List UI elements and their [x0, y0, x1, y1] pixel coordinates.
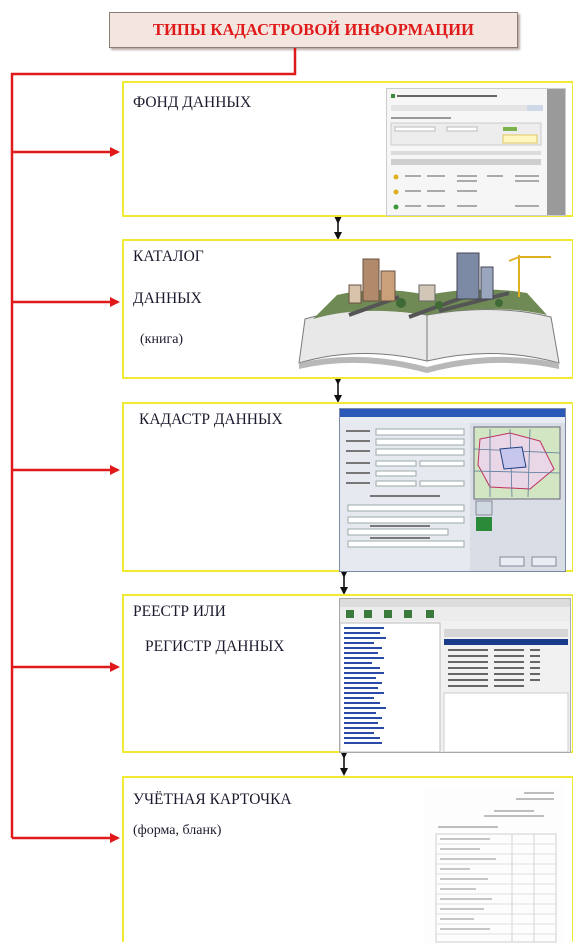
open-book-city-image	[289, 245, 569, 377]
cadastre-program-screenshot-image	[339, 408, 566, 572]
card-data-catalog: КАТАЛОГ ДАННЫХ (книга)	[122, 239, 573, 379]
card-record-card: УЧЁТНАЯ КАРТОЧКА (форма, бланк)	[122, 776, 573, 944]
record-form-image	[424, 786, 564, 944]
data-fund-screenshot-image	[386, 88, 566, 216]
card-4-label-line-2: РЕГИСТР ДАННЫХ	[145, 638, 285, 655]
card-2-label-line-2: ДАННЫХ	[133, 290, 202, 307]
card-3-label: КАДАСТР ДАННЫХ	[139, 411, 283, 428]
card-1-label: ФОНД ДАННЫХ	[133, 94, 252, 111]
card-4-label-line-1: РЕЕСТР ИЛИ	[133, 603, 226, 620]
register-program-screenshot-image	[339, 598, 571, 753]
card-5-label-line-1: УЧЁТНАЯ КАРТОЧКА	[133, 791, 292, 808]
card-5-label-line-2: (форма, бланк)	[133, 823, 222, 838]
card-data-fund: ФОНД ДАННЫХ	[122, 81, 573, 217]
card-2-label-line-1: КАТАЛОГ	[133, 248, 204, 265]
card-data-cadastre: КАДАСТР ДАННЫХ	[122, 402, 573, 572]
card-2-label-line-3: (книга)	[140, 332, 184, 347]
diagram-title: ТИПЫ КАДАСТРОВОЙ ИНФОРМАЦИИ	[152, 20, 475, 39]
card-data-register: РЕЕСТР ИЛИ РЕГИСТР ДАННЫХ	[122, 594, 573, 753]
title-drop-line	[10, 48, 297, 838]
diagram-title-box: ТИПЫ КАДАСТРОВОЙ ИНФОРМАЦИИ	[109, 12, 518, 48]
